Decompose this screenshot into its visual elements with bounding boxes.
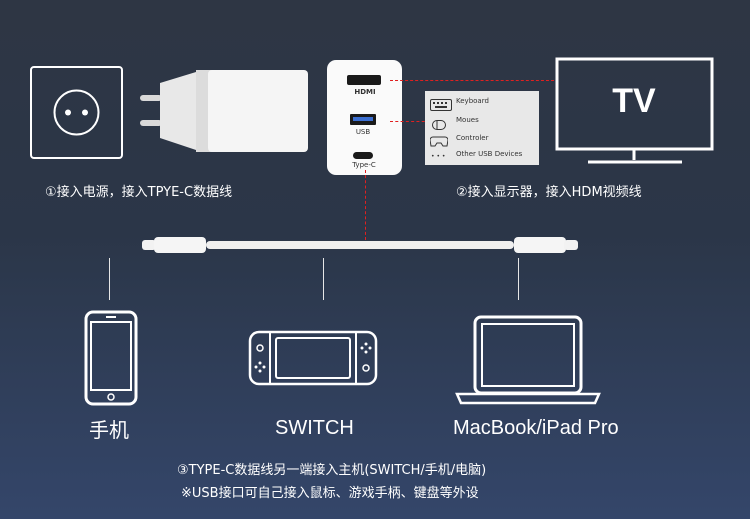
type-c-cable-icon xyxy=(140,234,580,256)
switch-label: SWITCH xyxy=(275,417,354,439)
usb-devices-panel: Keyboard Moues Controler • • • Other USB… xyxy=(425,91,539,165)
usb-device-keyboard: Keyboard xyxy=(456,97,489,105)
footer-note-2: ※USB接口可自己接入鼠标、游戏手柄、键盘等外设 xyxy=(181,486,479,501)
type-c-port-icon xyxy=(353,152,373,159)
step2-caption: ②接入显示器，接入HDM视频线 xyxy=(456,185,642,200)
hdmi-connector-line xyxy=(390,80,554,82)
tv-label: TV xyxy=(612,82,656,120)
phone-label: 手机 xyxy=(89,420,129,442)
power-plug-charger-icon xyxy=(138,68,308,154)
laptop-connector-line xyxy=(518,258,519,300)
footer-note-1: ③TYPE-C数据线另一端接入主机(SWITCH/手机/电脑) xyxy=(177,463,487,478)
laptop-label: MacBook/iPad Pro xyxy=(453,417,619,439)
type-c-port-label: Type-C xyxy=(352,161,376,169)
adapter-hub: HDMI USB Type-C xyxy=(327,60,402,175)
usb-port-label: USB xyxy=(355,128,371,136)
hdmi-port-icon xyxy=(347,75,381,85)
type-c-connector-line xyxy=(365,170,367,240)
laptop-icon xyxy=(455,314,601,406)
dots-icon: • • • xyxy=(431,153,446,160)
usb-device-controller: Controler xyxy=(456,134,489,142)
hdmi-port-label: HDMI xyxy=(354,88,376,96)
phone-connector-line xyxy=(109,258,110,300)
usb-connector-line xyxy=(390,121,430,123)
usb-device-mouse: Moues xyxy=(456,116,479,124)
gamepad-icon xyxy=(429,132,449,151)
usb-port-icon xyxy=(350,114,376,125)
mouse-icon xyxy=(432,115,446,134)
tv-monitor-icon: TV xyxy=(554,56,718,168)
phone-icon xyxy=(84,310,138,406)
switch-connector-line xyxy=(323,258,324,300)
keyboard-icon xyxy=(430,96,452,115)
switch-console-icon xyxy=(248,330,378,386)
usb-device-other: Other USB Devices xyxy=(456,150,523,158)
wall-socket-icon xyxy=(30,66,123,159)
step1-caption: ①接入电源，接入TPYE-C数据线 xyxy=(45,185,233,200)
